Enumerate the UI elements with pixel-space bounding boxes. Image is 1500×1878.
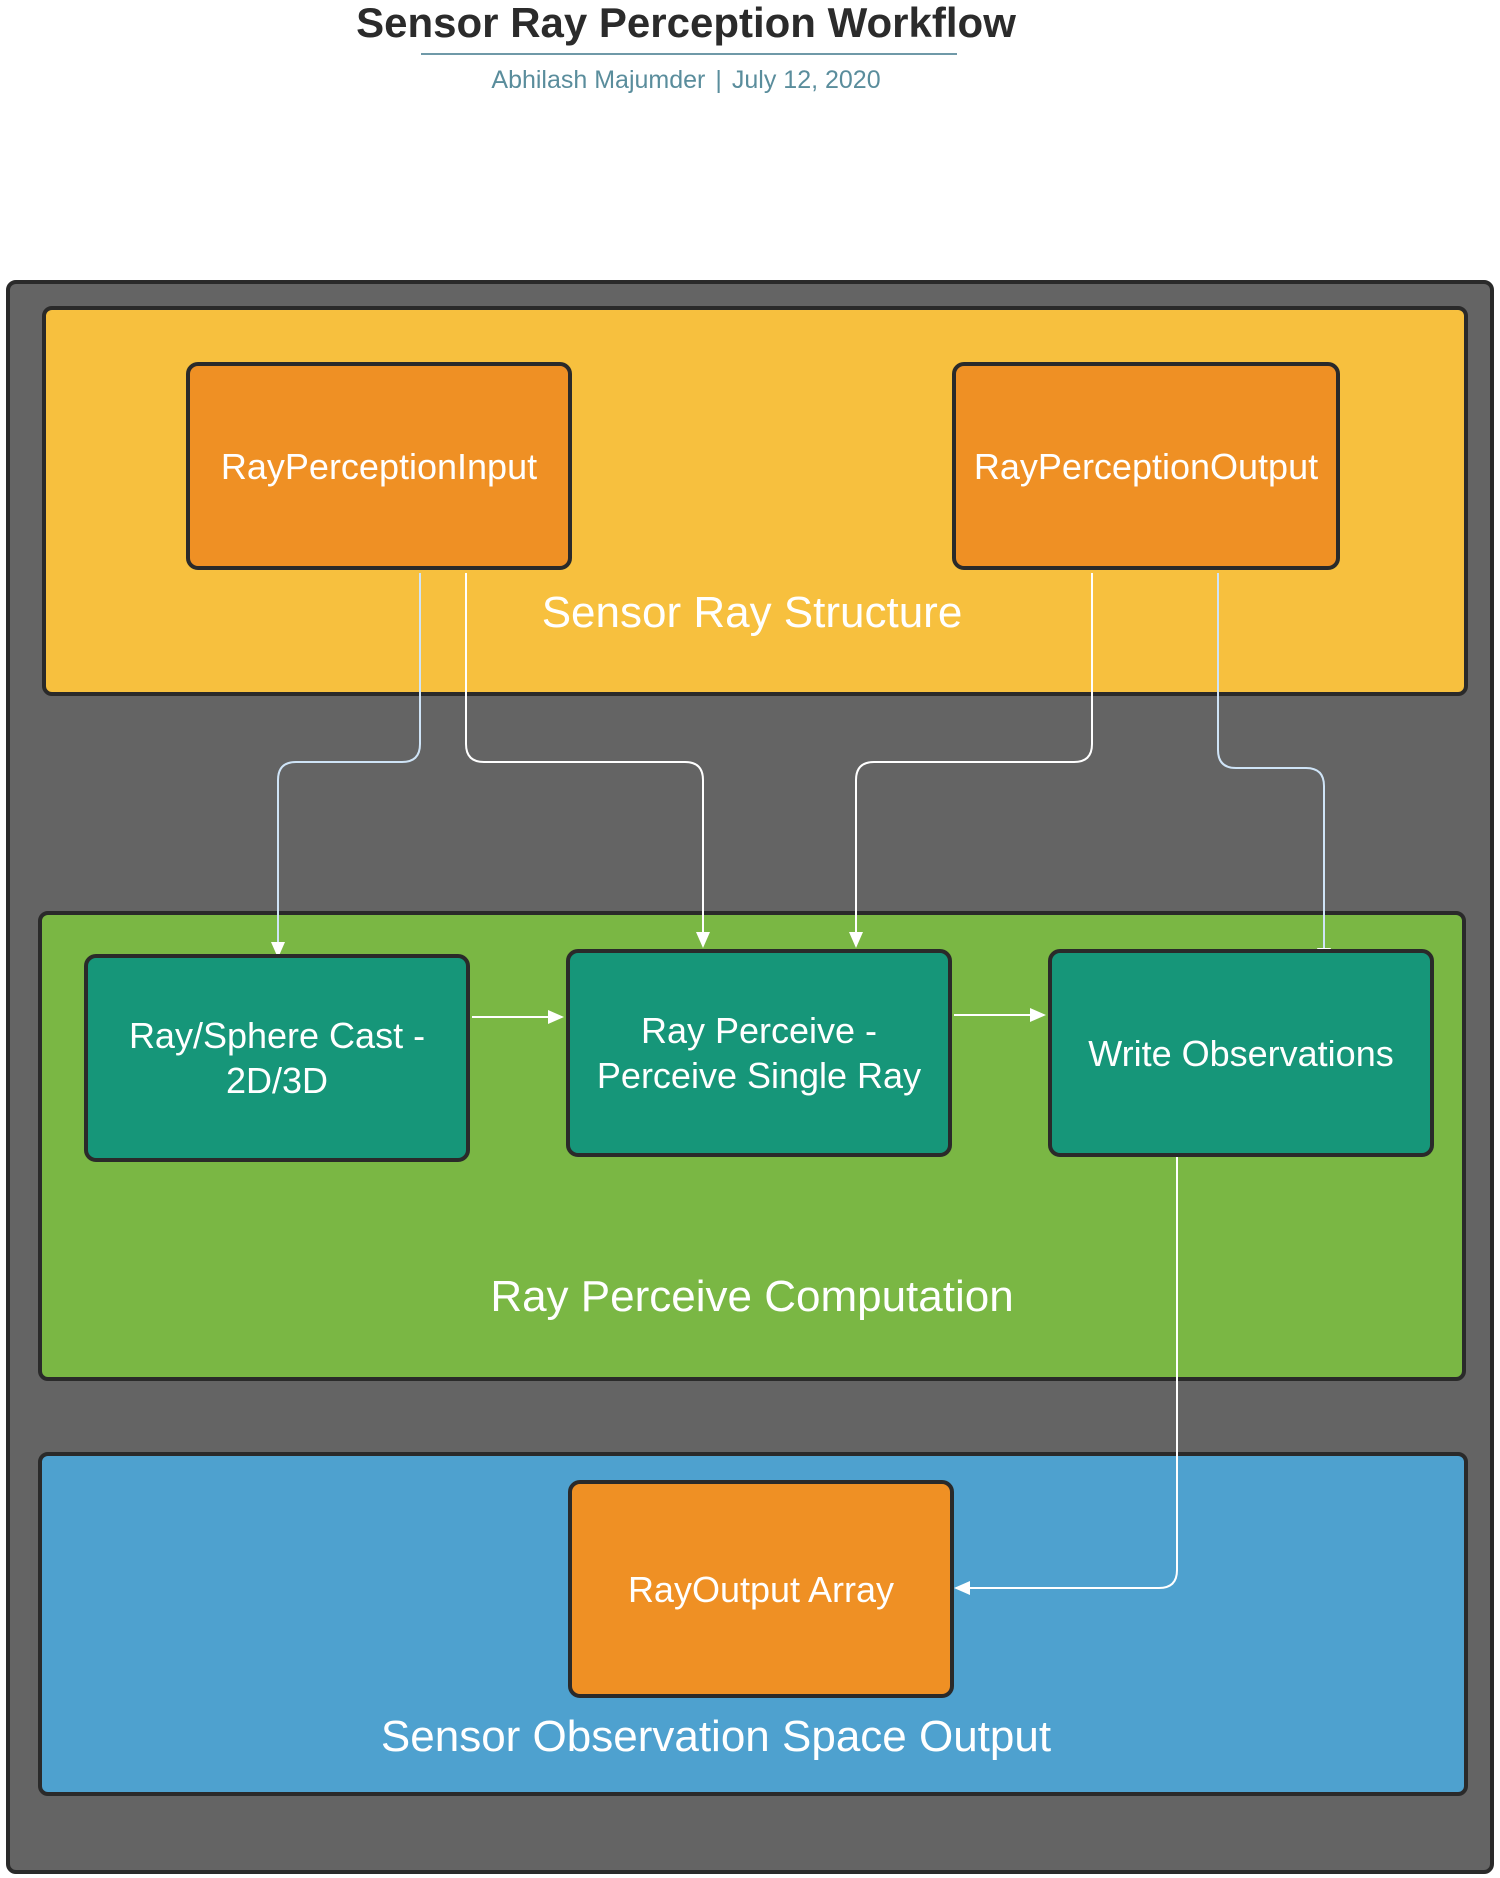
edge-input-to-cast bbox=[271, 573, 421, 958]
node-write-observations[interactable]: Write Observations bbox=[1048, 949, 1434, 1157]
node-ray-sphere-cast[interactable]: Ray/Sphere Cast - 2D/3D bbox=[84, 954, 470, 1162]
byline: Abhilash Majumder | July 12, 2020 bbox=[436, 66, 936, 95]
node-label-cast: Ray/Sphere Cast - 2D/3D bbox=[128, 1015, 426, 1101]
edge-output-to-write bbox=[1217, 573, 1331, 964]
author-name: Abhilash Majumder bbox=[491, 66, 706, 94]
group-label-structure: Sensor Ray Structure bbox=[541, 588, 963, 637]
node-label-write: Write Observations bbox=[1088, 1032, 1394, 1074]
diagram-title: Sensor Ray Perception Workflow bbox=[356, 0, 1016, 46]
publish-date: July 12, 2020 bbox=[731, 66, 881, 94]
edge-write-to-array bbox=[954, 1157, 1178, 1595]
edge-output-to-perceive bbox=[849, 573, 1093, 948]
node-label-output: RayPerceptionOutput bbox=[973, 445, 1319, 487]
title-underline bbox=[421, 53, 957, 55]
node-ray-perceive[interactable]: Ray Perceive - Perceive Single Ray bbox=[566, 949, 952, 1157]
group-label-output: Sensor Observation Space Output bbox=[380, 1712, 1052, 1761]
byline-separator: | bbox=[715, 66, 722, 94]
node-ray-perception-output[interactable]: RayPerceptionOutput bbox=[952, 362, 1340, 570]
edge-input-to-perceive bbox=[465, 573, 710, 948]
node-label-perceive: Ray Perceive - Perceive Single Ray bbox=[596, 1010, 922, 1096]
node-label-input: RayPerceptionInput bbox=[220, 445, 538, 487]
node-ray-perception-input[interactable]: RayPerceptionInput bbox=[186, 362, 572, 570]
group-label-computation: Ray Perceive Computation bbox=[490, 1272, 1014, 1321]
node-label-array: RayOutput Array bbox=[627, 1568, 895, 1610]
node-rayoutput-array[interactable]: RayOutput Array bbox=[568, 1480, 954, 1698]
